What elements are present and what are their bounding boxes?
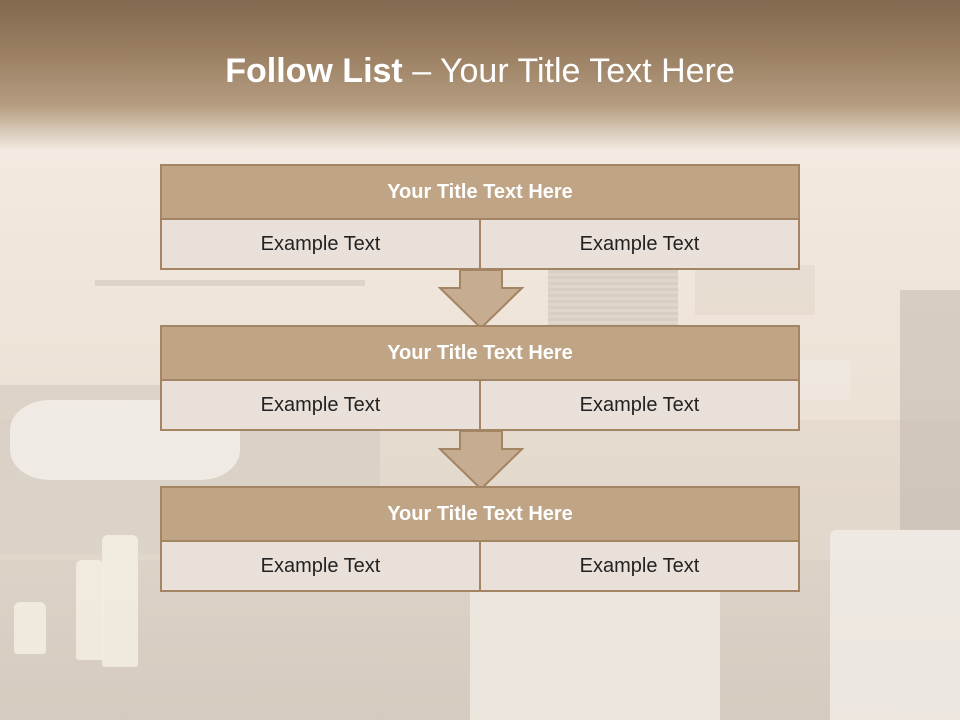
- block-cell-right: Example Text: [479, 381, 800, 431]
- background-sink: [800, 360, 850, 400]
- background-shelf: [95, 280, 365, 286]
- slide-title-bold: Follow List: [225, 52, 403, 90]
- block-cell-right: Example Text: [479, 542, 800, 592]
- block-cell-right: Example Text: [479, 220, 800, 270]
- block-cell-left: Example Text: [160, 381, 479, 431]
- block-title: Your Title Text Here: [160, 325, 800, 381]
- list-block-2: Your Title Text Here Example Text Exampl…: [160, 325, 800, 431]
- background-candle: [76, 560, 104, 660]
- background-candle: [102, 535, 138, 667]
- slide-title: Follow List – Your Title Text Here: [0, 52, 960, 91]
- down-arrow-icon: [438, 431, 524, 491]
- down-arrow-icon: [438, 270, 524, 330]
- block-row: Example Text Example Text: [160, 220, 800, 270]
- block-cell-left: Example Text: [160, 220, 479, 270]
- block-title: Your Title Text Here: [160, 486, 800, 542]
- slide-title-rest: – Your Title Text Here: [402, 52, 735, 90]
- background-mirror: [695, 265, 815, 315]
- background-floor-runner: [470, 590, 720, 720]
- block-row: Example Text Example Text: [160, 542, 800, 592]
- list-block-3: Your Title Text Here Example Text Exampl…: [160, 486, 800, 592]
- background-toilet: [830, 530, 960, 720]
- header-band: [0, 0, 960, 150]
- background-candle: [14, 602, 46, 654]
- list-block-1: Your Title Text Here Example Text Exampl…: [160, 164, 800, 270]
- background-cabinet: [900, 290, 960, 530]
- block-row: Example Text Example Text: [160, 381, 800, 431]
- block-cell-left: Example Text: [160, 542, 479, 592]
- block-title: Your Title Text Here: [160, 164, 800, 220]
- background-window-blind: [548, 270, 678, 325]
